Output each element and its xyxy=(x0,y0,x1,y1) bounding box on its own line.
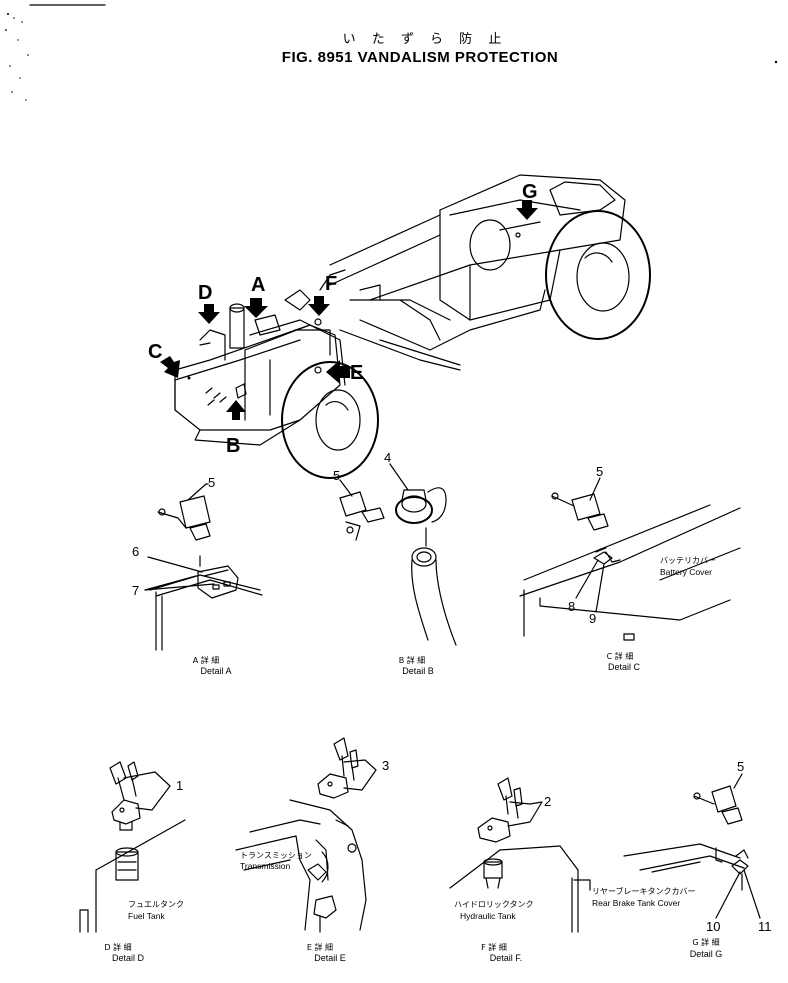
detail-c-leaders xyxy=(575,477,605,613)
detail-f-drawing xyxy=(449,777,591,933)
detail-d-caption: Detail D xyxy=(112,953,145,963)
callout-e: E xyxy=(350,362,363,384)
detail-a-leaders xyxy=(144,483,215,591)
arrow-g-icon xyxy=(516,200,538,220)
arrow-e-icon xyxy=(326,360,350,384)
detail-e-caption: Detail E xyxy=(314,953,346,963)
detail-f-caption: Detail F. xyxy=(490,953,523,963)
battery-cover-label: Battery Cover xyxy=(660,567,712,577)
title-japanese: い た ず ら 防 止 xyxy=(343,31,508,47)
part-number-9: 9 xyxy=(589,611,596,626)
fuel-tank-label: Fuel Tank xyxy=(128,911,165,921)
part-number-5: 5 xyxy=(737,759,744,774)
rear-brake-label-jp: リヤーブレーキタンクカバー xyxy=(592,886,696,896)
part-number-4: 4 xyxy=(384,450,391,465)
callout-f: F xyxy=(325,273,337,295)
battery-cover-label-jp: バッテリカバー xyxy=(660,556,716,565)
detail-b-drawing xyxy=(339,487,457,646)
callout-arrows xyxy=(160,200,538,420)
callout-g: G xyxy=(522,181,538,203)
part-number-6: 6 xyxy=(132,544,139,559)
callout-b: B xyxy=(226,435,240,457)
part-number-1: 1 xyxy=(176,778,183,793)
part-number-11: 11 xyxy=(758,919,772,934)
part-number-8: 8 xyxy=(568,599,575,614)
transmission-label-jp: トランスミッション xyxy=(240,851,312,860)
transmission-label: Transmission xyxy=(240,861,290,871)
detail-e-caption-jp: E 詳 細 xyxy=(307,942,333,952)
scan-specks xyxy=(5,4,778,101)
arrow-b-icon xyxy=(226,400,246,420)
part-number-10: 10 xyxy=(706,919,720,934)
part-number-5: 5 xyxy=(596,464,603,479)
detail-g-leaders xyxy=(715,773,761,919)
detail-c-drawing xyxy=(519,492,741,641)
part-number-7: 7 xyxy=(132,583,139,598)
part-number-5: 5 xyxy=(208,475,215,490)
hydraulic-tank-label: Hydraulic Tank xyxy=(460,911,516,921)
detail-a-caption-jp: A 詳 細 xyxy=(193,655,220,665)
arrow-d-icon xyxy=(198,304,220,324)
detail-c-caption: Detail C xyxy=(608,662,641,672)
part-number-5: 5 xyxy=(333,468,340,483)
detail-a-drawing xyxy=(149,495,263,651)
arrow-c-icon xyxy=(160,356,180,378)
detail-c-caption-jp: C 詳 細 xyxy=(607,651,634,661)
detail-f-caption-jp: F 詳 細 xyxy=(481,942,507,952)
part-number-2: 2 xyxy=(544,794,551,809)
arrow-a-icon xyxy=(244,298,268,318)
detail-g-caption: Detail G xyxy=(690,949,723,959)
fuel-tank-label-jp: フュエルタンク xyxy=(128,900,184,909)
detail-b-leaders xyxy=(339,463,409,497)
detail-d-leaders xyxy=(123,771,171,811)
detail-a-caption: Detail A xyxy=(200,666,231,676)
detail-e-leaders xyxy=(343,759,377,791)
detail-d-caption-jp: D 詳 細 xyxy=(104,942,131,952)
detail-b-caption: Detail B xyxy=(402,666,434,676)
callout-d: D xyxy=(198,282,212,304)
arrow-f-icon xyxy=(308,296,330,316)
detail-g-drawing xyxy=(623,785,749,891)
machine-illustration xyxy=(174,174,651,479)
detail-g-caption-jp: G 詳 細 xyxy=(692,937,719,947)
hydraulic-tank-label-jp: ハイドロリックタンク xyxy=(454,900,534,909)
detail-b-caption-jp: B 詳 細 xyxy=(399,655,426,665)
title-english: FIG. 8951 VANDALISM PROTECTION xyxy=(282,49,558,66)
rear-brake-label: Rear Brake Tank Cover xyxy=(592,898,680,908)
part-number-3: 3 xyxy=(382,758,389,773)
callout-a: A xyxy=(251,274,265,296)
callout-c: C xyxy=(148,341,162,363)
detail-f-leaders xyxy=(507,801,543,827)
detail-e-drawing xyxy=(235,737,367,933)
